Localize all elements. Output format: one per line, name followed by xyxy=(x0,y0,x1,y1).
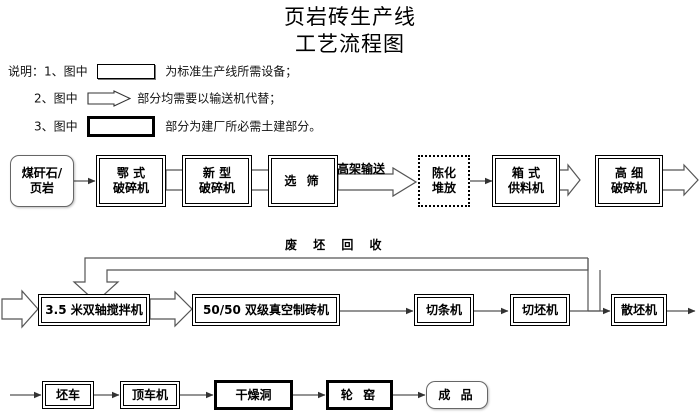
node-fine-crusher[interactable]: 高 细 破碎机 xyxy=(595,155,663,207)
page-title: 页岩砖生产线 工艺流程图 xyxy=(0,4,700,58)
node-pusher-label: 顶车机 xyxy=(131,387,168,402)
node-vacuum-extruder[interactable]: 50/50 双级真空制砖机 xyxy=(192,294,340,326)
node-drying-tunnel-label: 干燥洞 xyxy=(235,387,272,402)
legend-item-standard-equipment: 说明：1、图中 为标准生产线所需设备； xyxy=(8,64,297,79)
hollow-arrow-fine-crusher-out xyxy=(660,163,699,197)
node-mixer-label: 3.5 米双轴搅拌机 xyxy=(45,302,143,317)
legend-1-prefix: 说明：1、图中 xyxy=(8,64,88,79)
hollow-arrow-waste-recycle-loop xyxy=(72,257,589,303)
node-mixer[interactable]: 3.5 米双轴搅拌机 xyxy=(38,294,150,326)
legend-1-suffix: 为标准生产线所需设备； xyxy=(165,64,298,79)
node-billet-car[interactable]: 坯车 xyxy=(42,381,94,409)
node-fine-crusher-label: 高 细 破碎机 xyxy=(610,166,647,195)
node-drying-tunnel[interactable]: 干燥洞 xyxy=(214,380,293,410)
label-elevated-conveying: 高架输送 xyxy=(337,162,386,176)
node-strip-cutter-label: 切条机 xyxy=(425,302,462,317)
node-new-crusher-label: 新 型 破碎机 xyxy=(198,166,235,195)
node-raw-material[interactable]: 煤矸石/ 页岩 xyxy=(10,155,74,207)
hollow-arrow-mixer-to-extruder xyxy=(149,290,193,328)
node-finished-product-label: 成 品 xyxy=(438,387,476,402)
node-ring-kiln[interactable]: 轮 窑 xyxy=(326,380,393,410)
node-new-crusher[interactable]: 新 型 破碎机 xyxy=(182,155,252,207)
label-waste-billet-recycling: 废 坯 回 收 xyxy=(285,238,388,252)
title-line-1: 页岩砖生产线 xyxy=(284,5,416,29)
node-screen[interactable]: 选 筛 xyxy=(268,155,338,207)
node-billet-cutter-label: 切坯机 xyxy=(521,302,558,317)
node-screen-label: 选 筛 xyxy=(284,173,322,188)
connector-loop-right-drop xyxy=(587,258,601,311)
legend-thin-box-key xyxy=(97,64,156,79)
legend-item-civil-works: 3、图中 部分为建厂所必需土建部分。 xyxy=(34,116,321,137)
legend-3-prefix: 3、图中 xyxy=(34,119,78,134)
node-ring-kiln-label: 轮 窑 xyxy=(340,387,379,402)
legend-item-conveyor: 2、图中 部分均需要以输送机代替； xyxy=(34,90,281,107)
node-strip-cutter[interactable]: 切条机 xyxy=(414,294,474,326)
legend-2-suffix: 部分均需要以输送机代替； xyxy=(137,91,282,106)
hollow-arrow-screen-to-aging xyxy=(337,166,418,198)
node-billet-cutter[interactable]: 切坯机 xyxy=(510,294,570,326)
node-raw-material-label: 煤矸石/ 页岩 xyxy=(21,166,63,195)
node-jaw-crusher[interactable]: 鄂 式 破碎机 xyxy=(96,155,166,207)
hollow-arrow-into-mixer xyxy=(1,289,39,329)
node-billet-car-label: 坯车 xyxy=(55,387,80,402)
legend-2-prefix: 2、图中 xyxy=(34,91,78,106)
node-vacuum-extruder-label: 50/50 双级真空制砖机 xyxy=(203,302,329,317)
node-billet-spreader[interactable]: 散坯机 xyxy=(611,294,667,326)
node-billet-spreader-label: 散坯机 xyxy=(620,302,657,317)
node-jaw-crusher-label: 鄂 式 破碎机 xyxy=(112,166,149,195)
node-pusher[interactable]: 顶车机 xyxy=(120,381,180,409)
node-aging-yard[interactable]: 陈化 堆放 xyxy=(418,155,470,207)
node-finished-product[interactable]: 成 品 xyxy=(426,381,488,409)
legend-thick-box-key xyxy=(87,116,156,137)
node-aging-yard-label: 陈化 堆放 xyxy=(431,166,456,195)
node-box-feeder-label: 箱 式 供料机 xyxy=(507,166,544,195)
legend-3-suffix: 部分为建厂所必需土建部分。 xyxy=(165,119,322,134)
legend-hollow-arrow-key xyxy=(87,90,132,107)
node-box-feeder[interactable]: 箱 式 供料机 xyxy=(492,155,560,207)
title-line-2: 工艺流程图 xyxy=(295,32,405,56)
